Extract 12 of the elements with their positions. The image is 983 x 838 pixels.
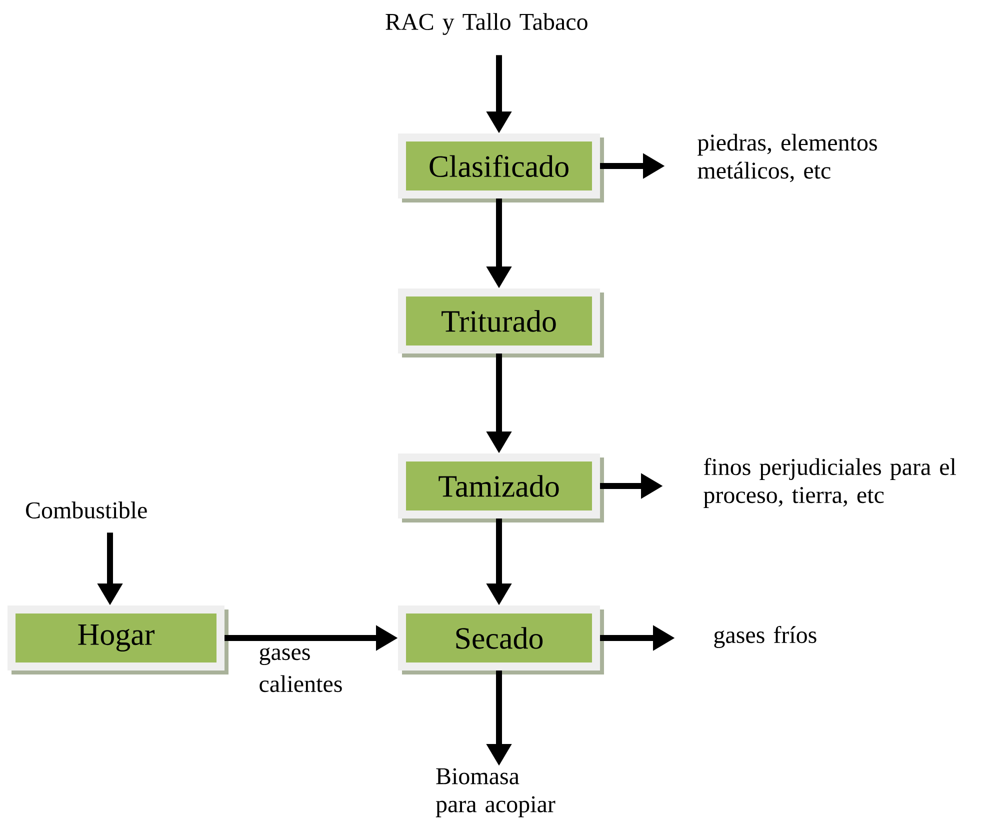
flow-label: Biomasa para acopiar	[436, 768, 556, 818]
flow-label: piedras, elementos metálicos, etc	[698, 134, 877, 182]
process-box: Clasificado	[398, 134, 604, 202]
flow-label: finos perjudiciales para el proceso, tierra, etc	[704, 458, 956, 508]
flow-label: RAC y Tallo Tabaco	[386, 13, 588, 35]
flow-label: Combustible	[26, 502, 147, 518]
edge-label: gases calientes	[260, 648, 342, 692]
process-box: Tamizado	[398, 454, 604, 522]
process-box: Triturado	[398, 288, 604, 358]
process-box: Secado	[398, 606, 604, 674]
process-box: Hogar	[8, 606, 228, 674]
flow-label: gases fríos	[714, 626, 816, 648]
